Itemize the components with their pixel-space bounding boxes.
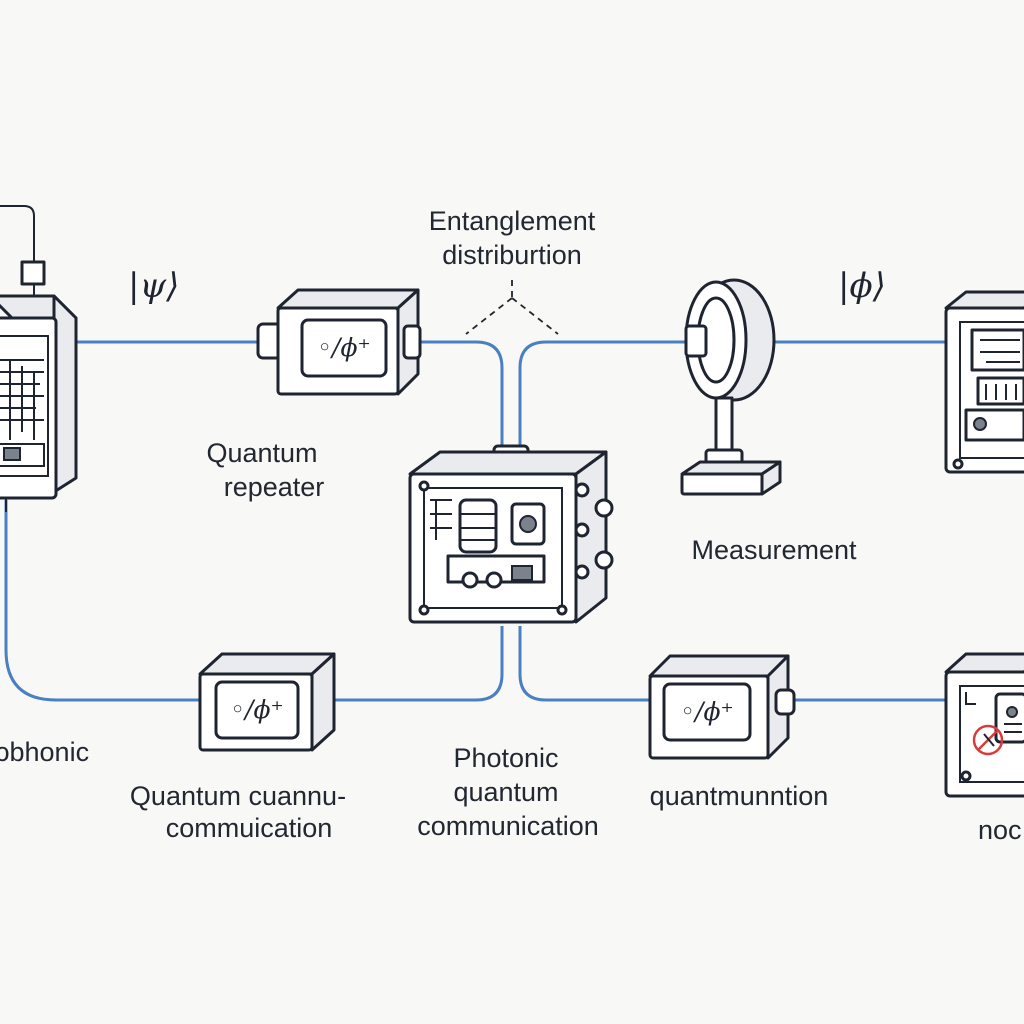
- quantmunntion-label: quantmunntion: [649, 781, 829, 811]
- entanglement-label-line1: Entanglement: [428, 206, 596, 236]
- right-node-bottom: [944, 652, 1024, 798]
- warning-icon: [972, 724, 1004, 756]
- ket-psi: |ψ⟩: [128, 266, 180, 306]
- repeater-module-text: ◦/ϕ⁺: [317, 333, 370, 362]
- repeater-label-line1: Quantum: [206, 438, 318, 468]
- bottom-right-module: ◦/ϕ⁺: [648, 654, 796, 760]
- qc-module-text: ◦/ϕ⁺: [230, 695, 283, 724]
- source-device: [0, 205, 78, 512]
- node-fragment-label: noc: [978, 815, 1022, 845]
- bottom-module-text: ◦/ϕ⁺: [680, 697, 733, 726]
- fiber-left-to-qc-module: [4, 500, 200, 702]
- entanglement-label-line2: distriburtion: [442, 240, 582, 270]
- photonic-label-line2: quantum: [453, 777, 559, 807]
- fiber-qc-module-to-hub: [334, 626, 504, 702]
- fiber-hub-to-measurement: [518, 340, 686, 448]
- qc-label-line2: commuication: [165, 813, 333, 843]
- photonic-label-line3: communication: [417, 811, 599, 841]
- right-node-top: [944, 290, 1024, 474]
- measurement-label: Measurement: [691, 535, 857, 565]
- fiber-links: [4, 340, 946, 702]
- ket-phi: |ϕ⟩: [838, 266, 886, 306]
- qc-label-line1: Quantum cuannu-: [129, 781, 347, 811]
- fiber-hub-to-module: [518, 626, 650, 702]
- measurement-device: [680, 278, 782, 496]
- repeater-module: ◦/ϕ⁺: [256, 288, 422, 396]
- left-fragment-label: ɔbhonic: [0, 737, 90, 767]
- fiber-repeater-to-hub: [418, 340, 504, 448]
- entanglement-marker: [465, 280, 559, 335]
- repeater-label-line2: repeater: [223, 472, 325, 502]
- photonic-label-line1: Photonic: [453, 743, 559, 773]
- qc-module: ◦/ϕ⁺: [198, 652, 336, 752]
- hub-device: [408, 444, 614, 624]
